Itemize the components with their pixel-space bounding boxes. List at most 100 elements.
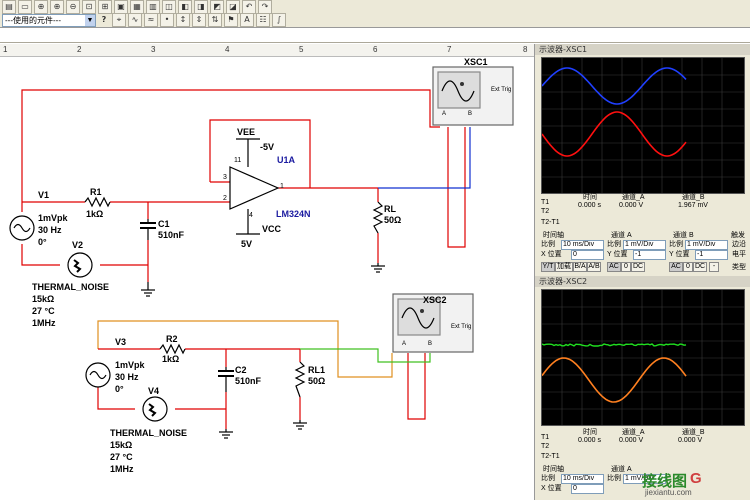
v4-type: THERMAL_NOISE	[110, 428, 187, 438]
opamp-symbol	[230, 167, 278, 209]
postprocessor-icon[interactable]: ◧	[178, 0, 192, 14]
scope1-ba-button[interactable]: B/A	[573, 262, 587, 272]
scope1-add-button[interactable]: 加载	[555, 262, 573, 272]
wire-icon[interactable]: ∿	[128, 13, 142, 27]
scope1-cha-ypos-input[interactable]: -1	[633, 250, 666, 260]
probe-icon[interactable]: ⌖	[112, 13, 126, 27]
graph-icon[interactable]: ☷	[256, 13, 270, 27]
scope1-scale-label: 比例	[541, 241, 555, 249]
wire-xsc1-gnd	[448, 127, 465, 247]
scope2-timebase-value: 10 ms/Div	[563, 475, 594, 482]
xsc1-name[interactable]: XSC1	[464, 57, 488, 67]
bode-icon[interactable]: ▭	[18, 0, 32, 14]
r2-name[interactable]: R2	[166, 334, 178, 344]
zoom-in-icon[interactable]: ⊕	[50, 0, 64, 14]
zoom-icon[interactable]: ⊕	[34, 0, 48, 14]
scope1-yt-button[interactable]: Y/T	[541, 262, 555, 272]
scope1-chb-ypos-input[interactable]: -1	[695, 250, 728, 260]
hier-icon[interactable]: ⇕	[192, 13, 206, 27]
scope2-plot	[542, 290, 744, 425]
scope2-window[interactable]: 示波器-XSC2 T1 T2 T2-T1 时间 通道_A 通道_B 0.000 …	[534, 276, 750, 500]
v3-name[interactable]: V3	[115, 337, 126, 347]
scope1-cha-scale-input[interactable]: 1 mV/Div	[623, 240, 666, 250]
scope-tool-icon[interactable]: ▤	[2, 0, 16, 14]
schematic-canvas[interactable]: V1 1mVpk 30 Hz 0° R1 1kΩ C1 510nF V2 THE…	[0, 57, 534, 500]
scope2-t1-label: T1	[541, 434, 549, 442]
spreadsheet-icon[interactable]: ▥	[146, 0, 160, 14]
place-icon[interactable]: ↕	[176, 13, 190, 27]
v4-temperature: 27 °C	[110, 452, 133, 462]
help-icon[interactable]: ?	[98, 14, 110, 26]
ruler-tick: 5	[299, 45, 303, 54]
scope1-t1-a: 0.000 V	[619, 202, 643, 210]
forward-annotate-icon[interactable]: ↷	[258, 0, 272, 14]
ruler-tick: 6	[373, 45, 377, 54]
wire-out-xsc1-b	[378, 127, 470, 188]
grapher-icon[interactable]: ▦	[130, 0, 144, 14]
c1-name[interactable]: C1	[158, 219, 170, 229]
scope2-timebase-input[interactable]: 10 ms/Div	[561, 474, 604, 484]
scope1-cha-label: 通道 A	[611, 232, 632, 240]
v4-name[interactable]: V4	[148, 386, 159, 396]
scope1-chb-invert-button[interactable]: -	[709, 262, 719, 272]
scope1-title[interactable]: 示波器-XSC1	[535, 44, 750, 55]
scope1-chb-ac-button[interactable]: AC	[669, 262, 683, 272]
fullscreen-icon[interactable]: ▣	[114, 0, 128, 14]
vee-label: VEE	[237, 127, 255, 137]
v3-freq: 30 Hz	[115, 372, 139, 382]
scope1-cha-ypos-value: -1	[635, 251, 641, 258]
scope2-col-time: 时间	[583, 429, 597, 437]
back-annotate-icon[interactable]: ↶	[242, 0, 256, 14]
scope1-chb-dc-button[interactable]: DC	[693, 262, 707, 272]
scope1-cha-dc-button[interactable]: DC	[631, 262, 645, 272]
text-icon[interactable]: A	[240, 13, 254, 27]
scope1-plot	[542, 58, 744, 193]
database-icon[interactable]: ◫	[162, 0, 176, 14]
scope1-ab-button[interactable]: A/B	[587, 262, 601, 272]
zoom-out-icon[interactable]: ⊖	[66, 0, 80, 14]
c2-name[interactable]: C2	[235, 365, 247, 375]
scope1-chb-0-button[interactable]: 0	[683, 262, 693, 272]
component-combo[interactable]: ---使用的元件--- ▼	[2, 14, 96, 27]
transfer-icon[interactable]: ◪	[226, 0, 240, 14]
v3-amp: 1mVpk	[115, 360, 145, 370]
scope1-xpos-input[interactable]: 0	[571, 250, 604, 260]
scope1-screen[interactable]	[541, 57, 745, 194]
scope1-timebase-value: 10 ms/Div	[563, 241, 594, 248]
combo-arrow-icon[interactable]: ▼	[85, 15, 95, 26]
zoom-area-icon[interactable]: ⊡	[82, 0, 96, 14]
pin-3: 3	[223, 173, 227, 183]
erc-icon[interactable]: ◩	[210, 0, 224, 14]
junction-icon[interactable]: •	[160, 13, 174, 27]
v2-noise-symbol	[68, 253, 92, 277]
connector-icon[interactable]: ⇅	[208, 13, 222, 27]
rl1-value: 50Ω	[308, 376, 325, 386]
scope1-cha-0-button[interactable]: 0	[621, 262, 631, 272]
xsc2-chan-a: A	[402, 339, 406, 349]
scope2-xpos-input[interactable]: 0	[571, 484, 604, 494]
v2-type: THERMAL_NOISE	[32, 282, 109, 292]
r1-name[interactable]: R1	[90, 187, 102, 197]
rl-name[interactable]: RL	[384, 204, 396, 214]
ruler-tick: 8	[523, 45, 527, 54]
v1-name[interactable]: V1	[38, 190, 49, 200]
bus-icon[interactable]: ≈	[144, 13, 158, 27]
scope1-window[interactable]: 示波器-XSC1 T1 T2 T2-T1 时间 通道_A 通道_B 0.000 …	[534, 44, 750, 276]
ruler-tick: 2	[77, 45, 81, 54]
sim-icon[interactable]: ∫	[272, 13, 286, 27]
scope2-title[interactable]: 示波器-XSC2	[535, 276, 750, 287]
scope1-cha-ac-button[interactable]: AC	[607, 262, 621, 272]
pin-11: 11	[234, 156, 241, 166]
zoom-fit-icon[interactable]: ⊞	[98, 0, 112, 14]
rl1-name[interactable]: RL1	[308, 365, 325, 375]
scope1-chb-scale-input[interactable]: 1 mV/Div	[685, 240, 728, 250]
scope1-timebase-input[interactable]: 10 ms/Div	[561, 240, 604, 250]
netlist-icon[interactable]: ◨	[194, 0, 208, 14]
v2-name[interactable]: V2	[72, 240, 83, 250]
v4-noise-symbol	[143, 397, 167, 421]
xsc2-name[interactable]: XSC2	[423, 295, 447, 305]
scope1-col-b: 通道_B	[682, 194, 705, 202]
opamp-ref[interactable]: U1A	[277, 155, 295, 165]
scope2-screen[interactable]	[541, 289, 745, 426]
flag-icon[interactable]: ⚑	[224, 13, 238, 27]
